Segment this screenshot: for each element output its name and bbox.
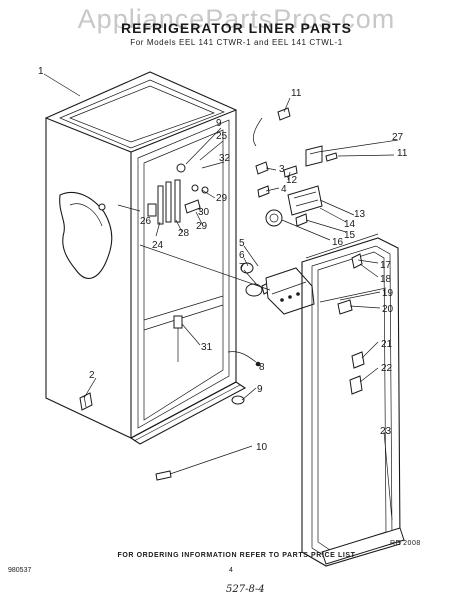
diagram-title: REFRIGERATOR LINER PARTS [121, 20, 352, 36]
callout-label: 8 [259, 362, 265, 373]
door-liner [301, 233, 405, 567]
callout-label: 21 [381, 339, 393, 350]
callout-label: 19 [382, 288, 394, 299]
callout-numbers: 1 11 9 25 27 32 3 11 12 29 4 26 30 13 28… [38, 66, 408, 453]
callout-label: 3 [279, 164, 285, 175]
callout-label: 31 [201, 342, 213, 353]
document-number: 980537 [8, 567, 32, 574]
callout-label: 5 [239, 238, 245, 249]
callout-label: 18 [380, 274, 392, 285]
callout-label: 10 [256, 442, 268, 453]
callout-label: 16 [332, 237, 344, 248]
callout-label: 29 [196, 221, 208, 232]
callout-label: 15 [344, 230, 356, 241]
callout-label: 26 [140, 216, 152, 227]
callout-label: 11 [291, 88, 302, 99]
watermark: AppliancePartsPros.com [77, 4, 396, 34]
callout-label: 28 [178, 228, 190, 239]
callout-label: 6 [239, 250, 245, 261]
callout-label: 22 [381, 363, 393, 374]
handwritten-note: 527-8-4 [226, 584, 265, 595]
callout-label: 12 [286, 175, 298, 186]
page-number: 4 [229, 567, 233, 574]
leader-lines [43, 73, 399, 521]
cabinet-liner [45, 71, 261, 481]
callout-label: 30 [198, 207, 210, 218]
callout-label: 23 [380, 426, 392, 437]
callout-label: 29 [216, 193, 228, 204]
callout-label: 9 [216, 118, 222, 129]
ordering-information-note: FOR ORDERING INFORMATION REFER TO PARTS … [117, 552, 356, 559]
callout-label: 27 [392, 132, 404, 143]
callout-label: 25 [216, 131, 228, 142]
callout-label: 11 [397, 148, 408, 159]
callout-label: 24 [152, 240, 164, 251]
callout-label: 2 [89, 370, 95, 381]
callout-label: 7 [239, 262, 245, 273]
callout-label: 1 [38, 66, 44, 77]
callout-label: 9 [257, 384, 263, 395]
revision-date-code: RE 2008 [390, 540, 421, 547]
callout-label: 20 [382, 304, 394, 315]
callout-label: 17 [380, 260, 392, 271]
callout-label: 14 [344, 219, 356, 230]
callout-label: 4 [281, 184, 287, 195]
callout-label: 32 [219, 153, 231, 164]
callout-label: 13 [354, 209, 366, 220]
diagram-subtitle: For Models EEL 141 CTWR-1 and EEL 141 CT… [130, 38, 343, 47]
